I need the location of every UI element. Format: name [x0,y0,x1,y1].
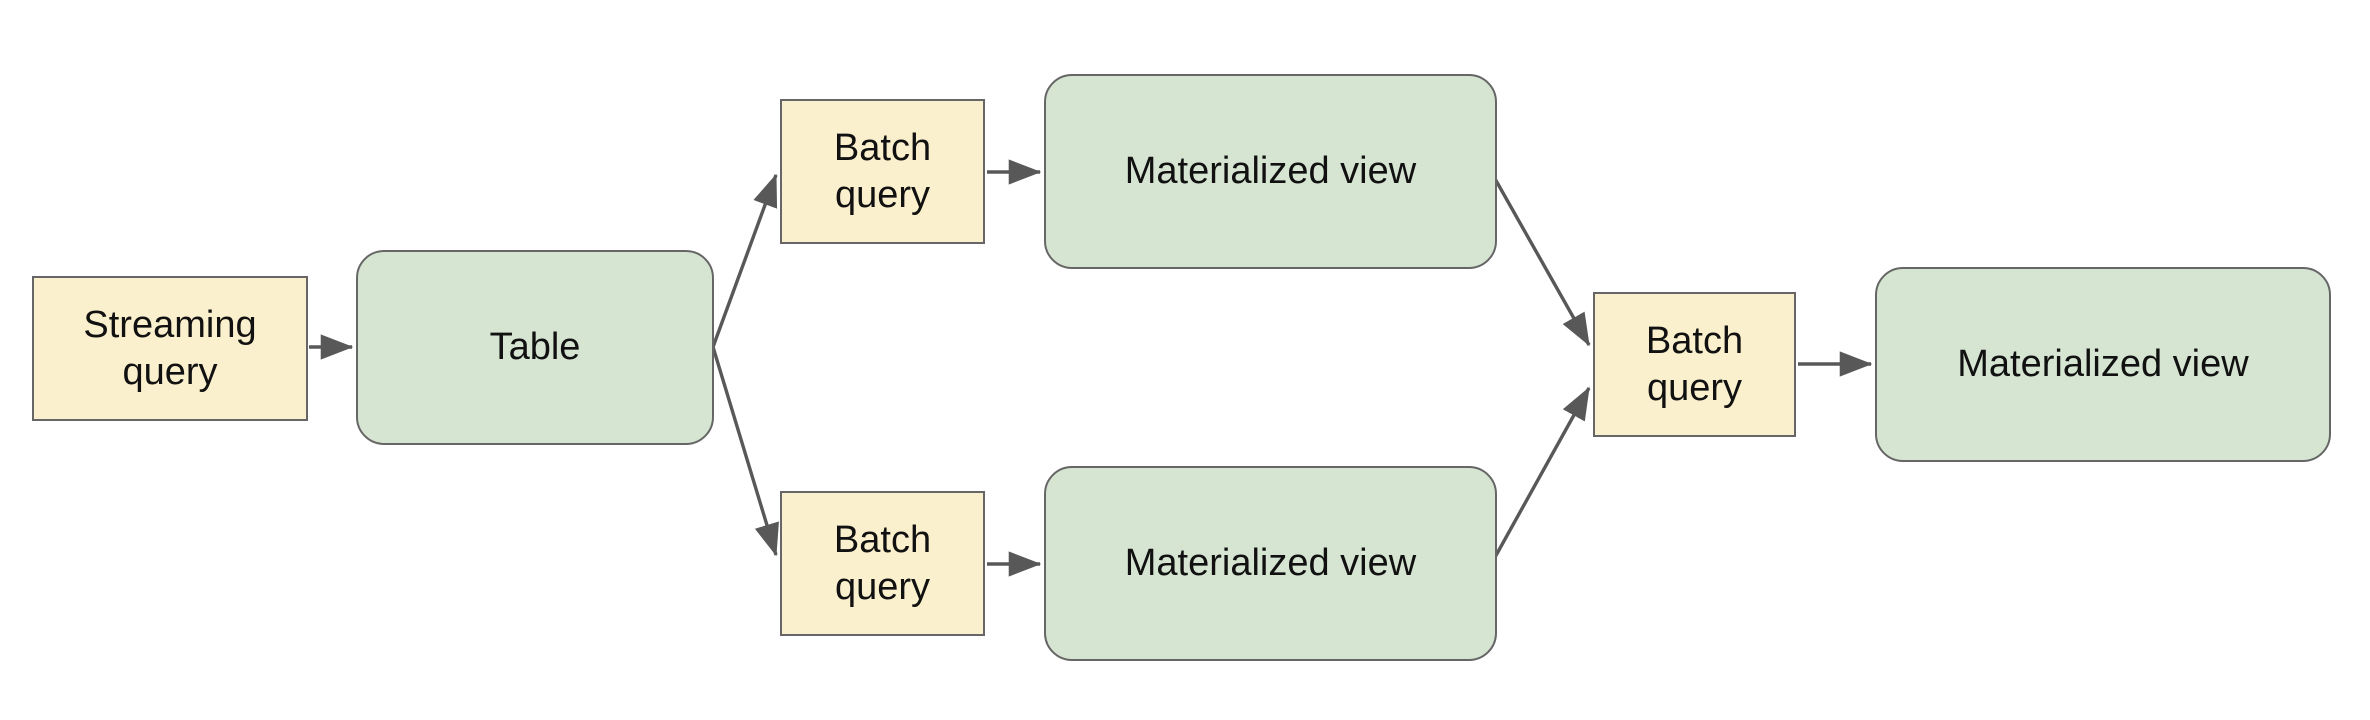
node-batch-query-center[interactable]: Batch query [1593,292,1796,437]
node-materialized-view-top-label: Materialized view [1124,150,1417,193]
node-batch-query-center-label: Batch query [1645,320,1744,409]
node-batch-query-bottom[interactable]: Batch query [780,491,985,636]
node-table-label: Table [489,326,581,369]
edge-mv-bottom-to-batch-center [1492,386,1591,560]
node-table[interactable]: Table [356,250,714,445]
node-materialized-view-bottom[interactable]: Materialized view [1044,466,1497,661]
node-batch-query-top[interactable]: Batch query [780,99,985,244]
node-batch-query-bottom-label: Batch query [833,519,932,608]
node-materialized-view-top[interactable]: Materialized view [1044,74,1497,269]
node-materialized-view-bottom-label: Materialized view [1124,542,1417,585]
node-streaming-query-label: Streaming query [83,304,257,393]
node-materialized-view-final-label: Materialized view [1957,343,2249,386]
node-materialized-view-final[interactable]: Materialized view [1875,267,2331,462]
edge-table-to-batch-top [711,173,778,348]
node-streaming-query[interactable]: Streaming query [32,276,308,421]
edge-table-to-batch-bottom [711,346,779,557]
node-batch-query-top-label: Batch query [833,127,932,216]
edge-mv-top-to-batch-center [1492,176,1591,347]
